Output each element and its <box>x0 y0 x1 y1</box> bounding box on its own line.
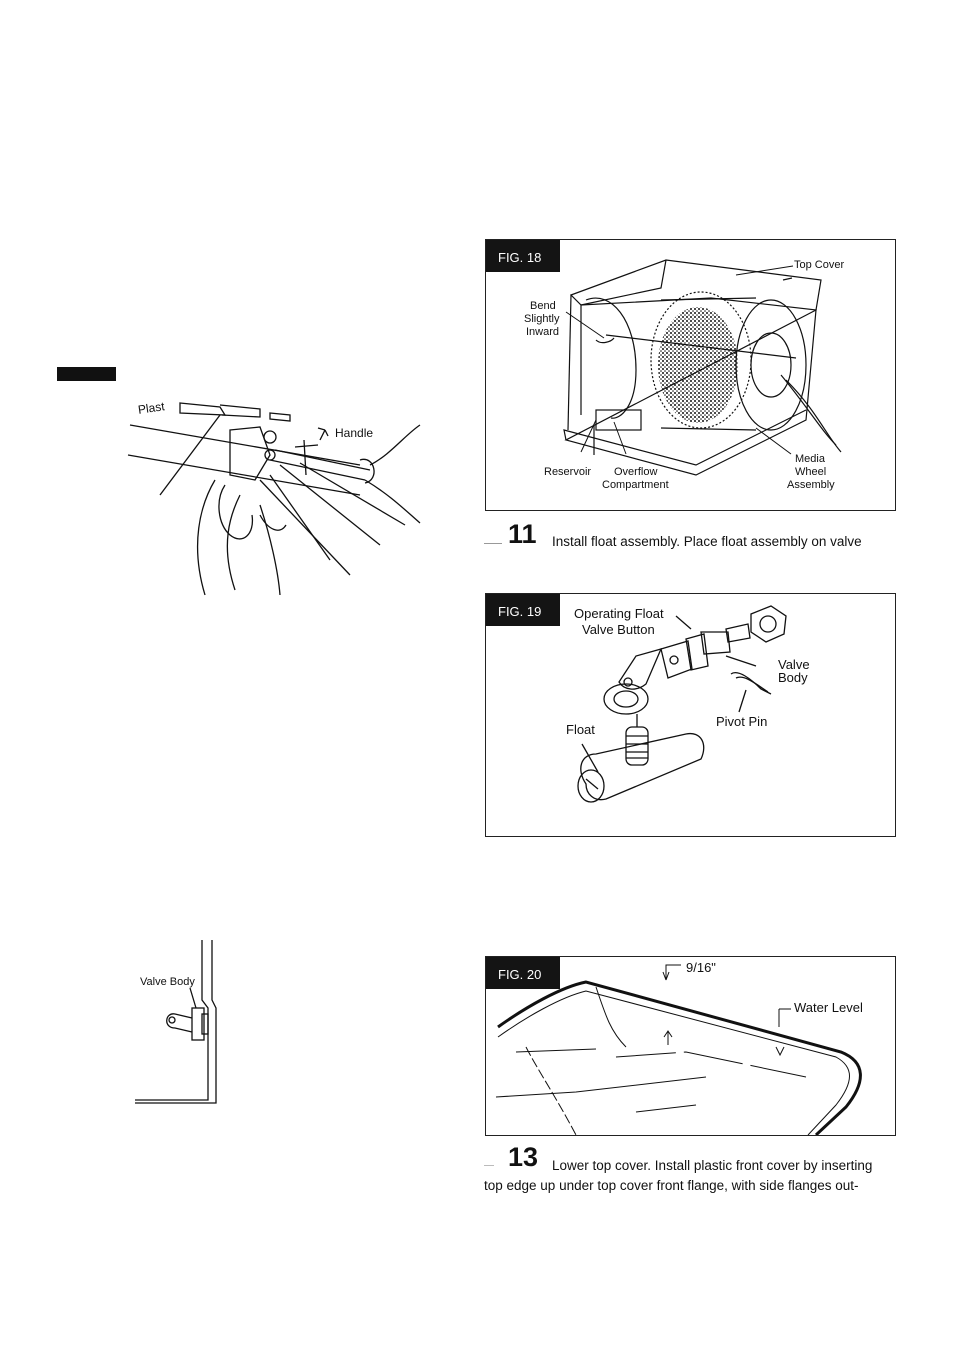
step-11-prefix-rule <box>484 543 502 544</box>
valve-body-label-line2: Body <box>778 670 808 685</box>
valve-handle-drawing <box>127 402 421 596</box>
reservoir-label: Reservoir <box>544 466 592 478</box>
step-13-line2: top edge up under top cover front flange… <box>484 1178 859 1193</box>
pivot-pin-label: Pivot Pin <box>716 714 768 729</box>
water-level-drawing <box>495 964 862 1135</box>
valve-body-label: Valve Body <box>140 976 195 988</box>
float-valve-drawing <box>577 605 787 803</box>
step-13-prefix-rule <box>484 1165 494 1166</box>
overflow-label-line1: Overflow <box>614 466 658 478</box>
bend-label-line2: Slightly <box>524 313 560 325</box>
step-13-line1: Lower top cover. Install plastic front c… <box>552 1158 873 1173</box>
dimension-label: 9/16" <box>686 960 716 975</box>
operating-float-label-line1: Operating Float <box>574 606 664 621</box>
water-level-label: Water Level <box>794 1000 863 1015</box>
media-label-line1: Media <box>795 453 825 465</box>
figure-18-tag: FIG. 18 <box>486 240 560 272</box>
media-label-line2: Wheel <box>795 466 827 478</box>
figure-20: FIG. 20 9/16" Water Level <box>485 956 896 1136</box>
figure-19: FIG. 19 Operating Flo <box>485 593 896 837</box>
humidifier-cutaway-drawing <box>563 259 842 476</box>
float-label: Float <box>566 722 595 737</box>
figure-20-tag: FIG. 20 <box>486 957 560 989</box>
top-cover-label: Top Cover <box>794 259 845 271</box>
bend-label-line3: Inward <box>526 326 560 338</box>
valve-body-side-illustration: Valve Body <box>130 940 230 1105</box>
step-13-number: 13 <box>508 1142 539 1172</box>
overflow-label-line2: Compartment <box>602 479 669 491</box>
operating-float-label-line2: Valve Button <box>582 622 655 637</box>
step-11-number: 11 <box>508 519 537 549</box>
valve-body-side-drawing <box>135 940 217 1104</box>
figure-19-tag: FIG. 19 <box>486 594 560 626</box>
media-label-line3: Assembly <box>787 479 835 491</box>
valve-handle-illustration: Plast Handle <box>120 385 430 600</box>
step-11-text: Install float assembly. Place float asse… <box>552 534 862 549</box>
figure-18: FIG. 18 <box>485 239 896 511</box>
valve-body-label-line1: Valve <box>778 657 810 672</box>
section-marker-bar <box>57 367 116 381</box>
bend-label-line1: Bend <box>530 300 556 312</box>
handle-label: Handle <box>335 426 374 440</box>
